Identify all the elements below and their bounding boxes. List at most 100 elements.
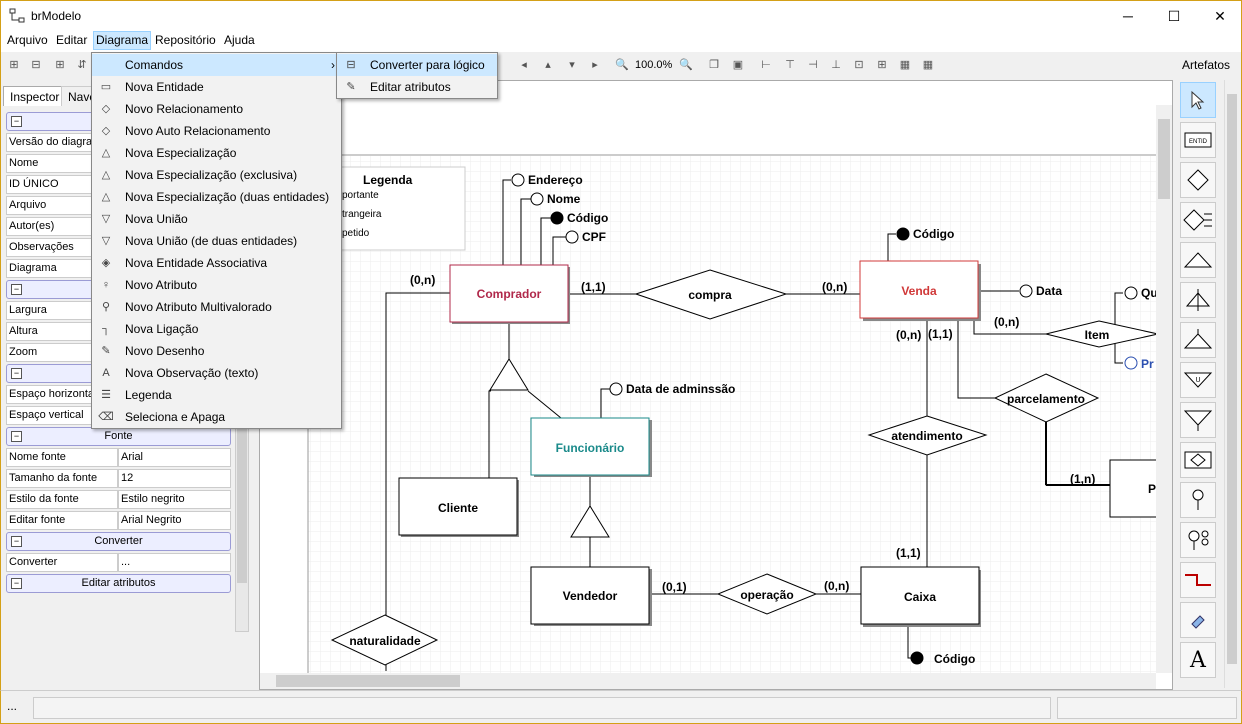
- tool-icon-1[interactable]: ⊞: [9, 59, 19, 71]
- attribute-tool[interactable]: [1180, 482, 1216, 518]
- menu-repositorio[interactable]: Repositório: [155, 33, 216, 47]
- two-entity-union-tool[interactable]: [1180, 402, 1216, 438]
- union-tool[interactable]: U: [1180, 362, 1216, 398]
- drawing-tool[interactable]: [1180, 602, 1216, 638]
- copy-icon[interactable]: ❐: [709, 59, 719, 71]
- property-section[interactable]: −Editar atributos: [6, 574, 231, 593]
- collapse-icon[interactable]: −: [11, 431, 22, 442]
- self-relationship-tool[interactable]: [1180, 202, 1216, 238]
- property-section[interactable]: −Converter: [6, 532, 231, 551]
- diagram-canvas[interactable]: Legenda portante trangeira petido: [259, 80, 1173, 690]
- align-bottom-icon[interactable]: ⊥: [831, 59, 841, 71]
- menu-ajuda[interactable]: Ajuda: [224, 33, 255, 47]
- collapse-icon[interactable]: −: [11, 578, 22, 589]
- menu-item-legend[interactable]: ☰Legenda: [92, 384, 341, 406]
- artifacts-scrollbar[interactable]: [1224, 80, 1238, 688]
- menu-item-relationship[interactable]: ◇Novo Relacionamento: [92, 98, 341, 120]
- align-left-icon[interactable]: ⊢: [761, 59, 771, 71]
- menu-item-link[interactable]: ┐Nova Ligação: [92, 318, 341, 340]
- menu-arquivo[interactable]: Arquivo: [7, 33, 48, 47]
- link-tool[interactable]: [1180, 562, 1216, 598]
- first-page-icon[interactable]: ◂: [521, 59, 527, 71]
- menu-diagrama[interactable]: Diagrama: [93, 31, 152, 50]
- exclusive-specialization-tool[interactable]: [1180, 282, 1216, 318]
- close-button[interactable]: ✕: [1214, 7, 1226, 24]
- menu-item-label: Nova União (de duas entidades): [125, 234, 298, 248]
- two-entity-specialization-tool[interactable]: [1180, 322, 1216, 358]
- property-value[interactable]: 12: [118, 469, 231, 488]
- property-value[interactable]: ...: [118, 553, 231, 572]
- minimize-button[interactable]: ─: [1123, 8, 1133, 24]
- pointer-tool[interactable]: [1180, 82, 1216, 118]
- relationship-label: compra: [688, 288, 732, 302]
- submenu-item[interactable]: ⊟Converter para lógico: [337, 54, 497, 76]
- menu-item-label: Nova União: [125, 212, 188, 226]
- eraser-icon: ⌫: [98, 411, 114, 423]
- tool-icon-2[interactable]: ⊟: [31, 59, 41, 71]
- collapse-icon[interactable]: −: [11, 284, 22, 295]
- menu-editar[interactable]: Editar: [56, 33, 88, 47]
- collapse-icon[interactable]: −: [11, 116, 22, 127]
- snap-icon[interactable]: ▦: [922, 59, 934, 71]
- maximize-button[interactable]: ☐: [1167, 7, 1181, 24]
- text-tool[interactable]: A: [1180, 642, 1216, 678]
- menu-item-eraser[interactable]: ⌫Seleciona e Apaga: [92, 406, 341, 428]
- menu-item-specialization[interactable]: △Nova Especialização: [92, 142, 341, 164]
- legend-item: petido: [342, 228, 370, 239]
- align-right-icon[interactable]: ⊣: [808, 59, 818, 71]
- property-value[interactable]: Arial Negrito: [118, 511, 231, 530]
- entity-venda: [859, 260, 979, 319]
- svg-text:U: U: [1195, 377, 1200, 384]
- menu-item-union[interactable]: ▽Nova União: [92, 208, 341, 230]
- paste-icon[interactable]: ▣: [732, 59, 744, 71]
- menu-item-multivalued-attribute[interactable]: ⚲Novo Atributo Multivalorado: [92, 296, 341, 318]
- menu-item-associative-entity[interactable]: ◈Nova Entidade Associativa: [92, 252, 341, 274]
- property-row[interactable]: Converter...: [6, 553, 231, 572]
- down-icon[interactable]: ▾: [569, 59, 575, 71]
- menu-item-two-entity-specialization[interactable]: △Nova Especialização (duas entidades): [92, 186, 341, 208]
- align-center-icon[interactable]: ⊡: [854, 59, 864, 71]
- menu-item-attribute[interactable]: ♀Novo Atributo: [92, 274, 341, 296]
- relationship-tool[interactable]: [1180, 162, 1216, 198]
- vertical-scrollbar[interactable]: [1156, 105, 1172, 673]
- attribute-codigo-caixa: [910, 651, 924, 665]
- collapse-icon[interactable]: −: [11, 368, 22, 379]
- property-value[interactable]: Arial: [118, 448, 231, 467]
- tool-icon-4[interactable]: ⇵: [77, 59, 87, 71]
- menu-item-exclusive-specialization[interactable]: △Nova Especialização (exclusiva): [92, 164, 341, 186]
- menu-item-two-entity-union[interactable]: ▽Nova União (de duas entidades): [92, 230, 341, 252]
- menu-item-label: Novo Atributo Multivalorado: [125, 300, 272, 314]
- align-top-icon[interactable]: ⊤: [785, 59, 795, 71]
- up-icon[interactable]: ▴: [545, 59, 551, 71]
- property-section[interactable]: −Fonte: [6, 427, 231, 446]
- multivalued-attribute-tool[interactable]: [1180, 522, 1216, 558]
- menu-item-drawing[interactable]: ✎Novo Desenho: [92, 340, 341, 362]
- collapse-icon[interactable]: −: [11, 536, 22, 547]
- last-page-icon[interactable]: ▸: [592, 59, 598, 71]
- zoom-in-icon[interactable]: 🔍: [679, 59, 693, 71]
- tool-icon-3[interactable]: ⊞: [55, 59, 65, 71]
- associative-entity-tool[interactable]: [1180, 442, 1216, 478]
- submenu-item[interactable]: ✎Editar atributos: [337, 76, 497, 98]
- menu-item-self-relationship[interactable]: ◇Novo Auto Relacionamento: [92, 120, 341, 142]
- entity-tool[interactable]: ENTID: [1180, 122, 1216, 158]
- tab-inspector[interactable]: Inspector: [3, 86, 67, 106]
- distribute-icon[interactable]: ⊞: [877, 59, 887, 71]
- diagram-svg[interactable]: Legenda portante trangeira petido: [260, 81, 1174, 691]
- specialization-tool[interactable]: [1180, 242, 1216, 278]
- cardinality: (0,n): [994, 315, 1019, 329]
- property-key: Nome fonte: [6, 448, 118, 467]
- property-value[interactable]: Estilo negrito: [118, 490, 231, 509]
- zoom-out-icon[interactable]: 🔍: [615, 59, 629, 71]
- grid-icon[interactable]: ▦: [899, 59, 911, 71]
- menu-item-commands[interactable]: Comandos›: [92, 54, 341, 76]
- horizontal-scrollbar[interactable]: [260, 673, 1156, 689]
- menu-item-entity[interactable]: ▭Nova Entidade: [92, 76, 341, 98]
- attr-label: Qu: [1141, 286, 1158, 300]
- relationship-compra: [634, 269, 788, 320]
